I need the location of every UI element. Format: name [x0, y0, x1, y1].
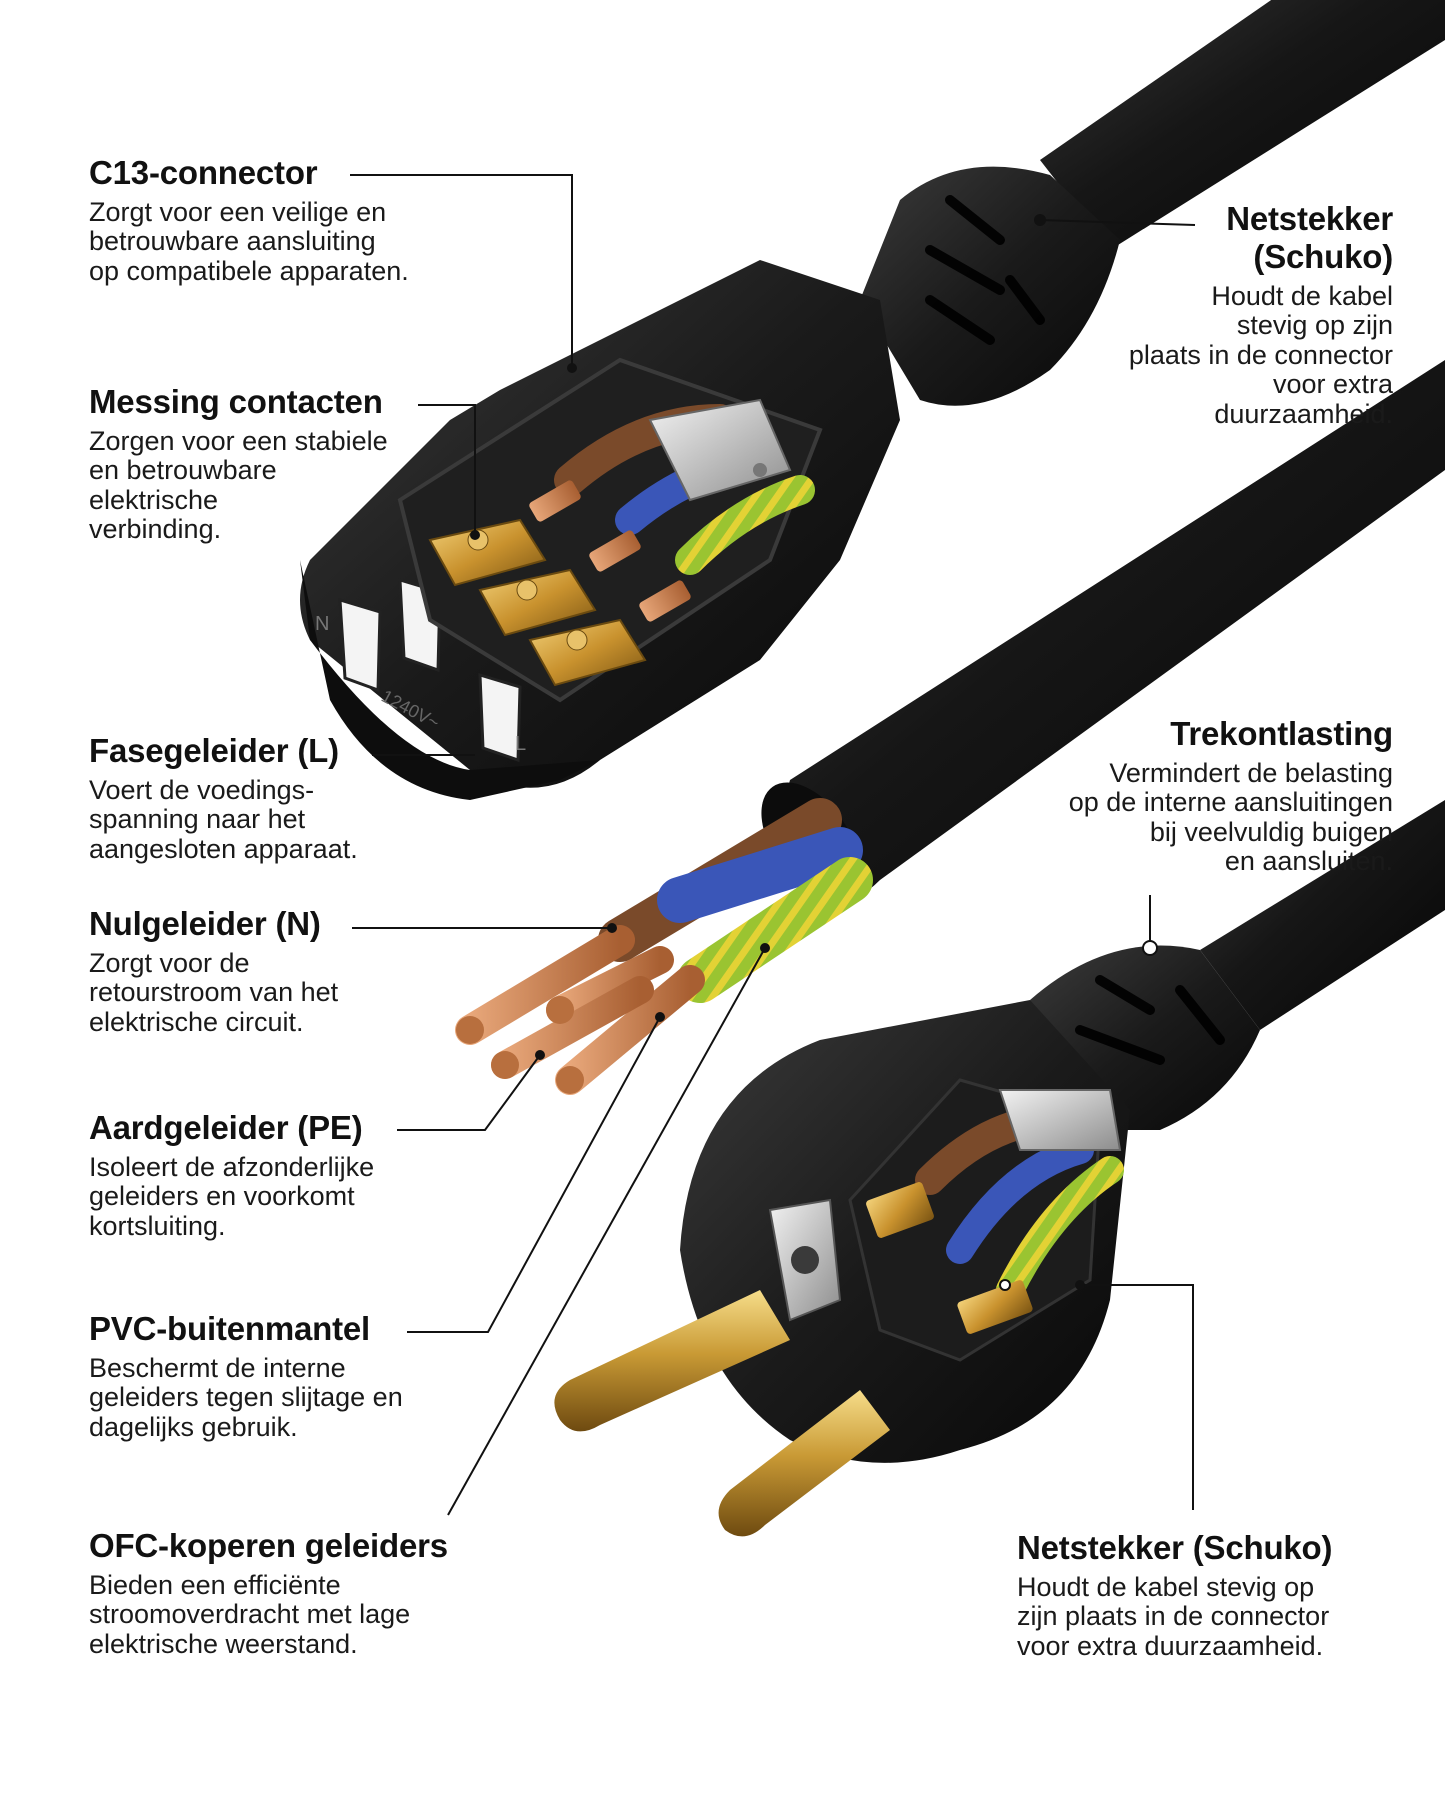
callout-title: Aardgeleider (PE): [89, 1109, 363, 1146]
callout-title: Messing contacten: [89, 383, 383, 420]
leader-aarde: [397, 1054, 541, 1131]
leader-ofc: [447, 947, 766, 1516]
callout-title: Trekontlasting: [1170, 715, 1393, 752]
schuko-cable-clamp: [998, 1089, 1122, 1151]
callout-aardgeleider: Aardgeleider (PE) Isoleert de afzonderli…: [89, 1109, 374, 1241]
callout-messing-contacten: Messing contacten Zorgen voor een stabie…: [89, 383, 388, 545]
callout-description: Zorgen voor een stabiele en betrouwbare …: [89, 425, 388, 545]
c13-face: [300, 560, 600, 800]
callout-description: Beschermt de interne geleiders tegen sli…: [89, 1352, 403, 1442]
schuko-wire-greenyellow: [996, 1156, 1124, 1304]
c13-connector-assembly: N L 1240V~: [300, 0, 1445, 800]
callout-description: Vermindert de belasting op de interne aa…: [1068, 757, 1393, 877]
callout-pvc-buitenmantel: PVC-buitenmantel Beschermt de interne ge…: [89, 1310, 403, 1442]
wire-greenyellow: [677, 857, 873, 1003]
callout-title: Fasegeleider (L): [89, 732, 339, 769]
top-cable: [1040, 0, 1445, 250]
c13-wire-greenyellow: [675, 475, 815, 575]
callout-title: Netstekker (Schuko): [1226, 200, 1393, 275]
callout-nulgeleider: Nulgeleider (N) Zorgt voor de retourstro…: [89, 905, 338, 1037]
c13-socket-l: [478, 672, 522, 763]
callout-fasegeleider: Fasegeleider (L) Voert de voedings- span…: [89, 732, 358, 864]
brass-contacts: [428, 518, 647, 687]
schuko-wire-blue: [946, 1136, 1094, 1264]
callout-trekontlasting: Trekontlasting Vermindert de belasting o…: [993, 715, 1393, 877]
callout-description: Zorgt voor de retourstroom van het elekt…: [89, 947, 339, 1037]
bottom-cable: [1200, 800, 1445, 1030]
callout-description: Houdt de kabel stevig op zijn plaats in …: [1128, 280, 1393, 429]
callout-title: Nulgeleider (N): [89, 905, 321, 942]
leader-netstekker-top: [1039, 219, 1196, 226]
callout-description: Zorgt voor een veilige en betrouwbare aa…: [89, 196, 409, 286]
callout-title: PVC-buitenmantel: [89, 1310, 370, 1347]
schuko-plug-assembly: [554, 800, 1445, 1537]
c13-marking-n: N: [315, 613, 329, 635]
leader-lines: [350, 174, 1196, 1516]
c13-socket-n: [338, 597, 382, 693]
leader-c13: [350, 174, 573, 365]
wire-blue: [657, 827, 863, 923]
callout-netstekker-bottom: Netstekker (Schuko) Houdt de kabel stevi…: [1017, 1529, 1333, 1661]
copper-strands: [455, 925, 705, 1095]
c13-cable-clamp: [648, 398, 792, 502]
callout-description: Voert de voedings- spanning naar het aan…: [89, 774, 358, 864]
callout-ofc-koperen-geleiders: OFC-koperen geleiders Bieden een efficië…: [89, 1527, 448, 1659]
schuko-pin-lower: [718, 1390, 890, 1537]
callout-title: C13-connector: [89, 154, 318, 191]
callout-description: Isoleert de afzonderlijke geleiders en v…: [89, 1151, 375, 1241]
callout-title: Netstekker (Schuko): [1017, 1529, 1333, 1566]
leader-netstekker-bottom: [1080, 1284, 1194, 1510]
leader-messing: [418, 404, 476, 535]
callout-description: Bieden een efficiënte stroomoverdracht m…: [89, 1569, 411, 1659]
schuko-pin-upper: [554, 1290, 790, 1432]
callout-c13-connector: C13-connector Zorgt voor een veilige en …: [89, 154, 409, 286]
c13-marking-l: L: [515, 733, 526, 755]
callout-netstekker-top: Netstekker (Schuko) Houdt de kabel stevi…: [1073, 200, 1393, 429]
callout-description: Houdt de kabel stevig op zijn plaats in …: [1017, 1571, 1330, 1661]
callout-title: OFC-koperen geleiders: [89, 1527, 448, 1564]
leader-pvc: [407, 1016, 661, 1333]
stripped-cable-assembly: [455, 360, 1445, 1095]
middle-cable: [782, 360, 1445, 903]
schuko-brass-terminal: [866, 1182, 934, 1238]
